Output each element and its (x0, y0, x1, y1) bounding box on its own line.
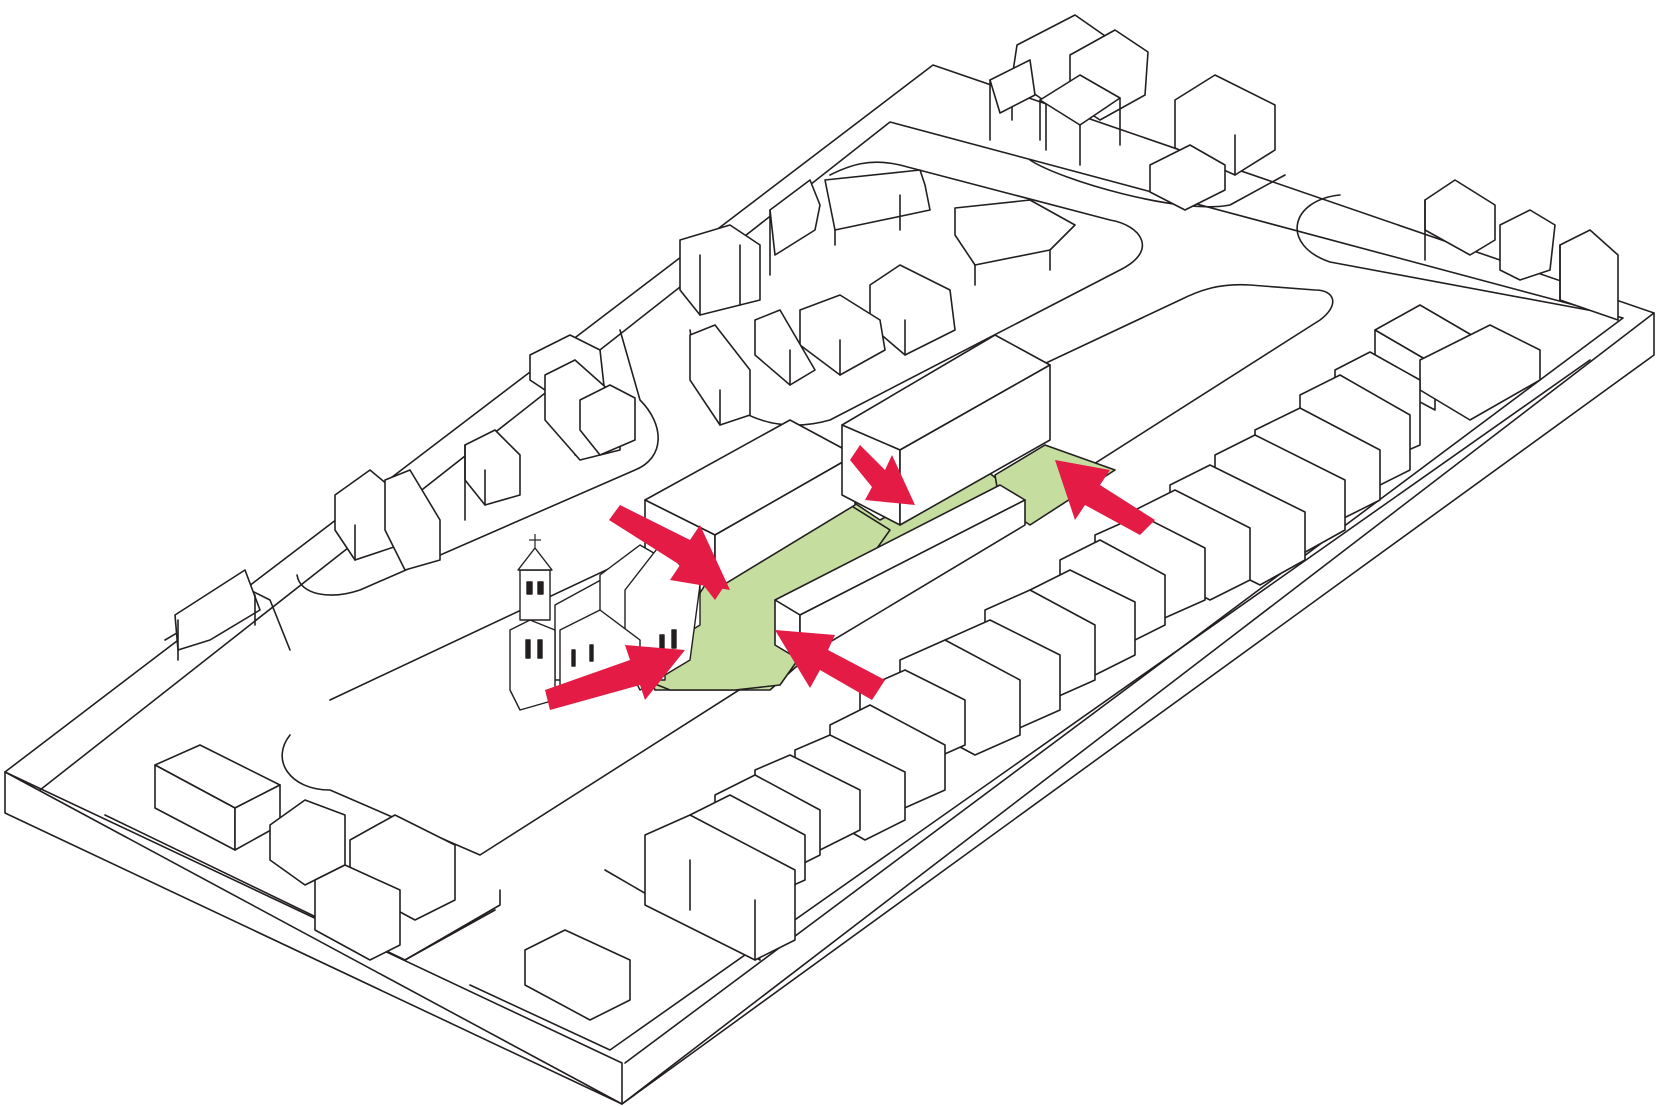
access-arrow-northeast (1055, 460, 1155, 535)
access-arrows (545, 445, 1155, 710)
context-buildings-east (644, 304, 1541, 961)
access-arrow-north (850, 445, 915, 505)
context-buildings-north (174, 14, 1619, 661)
access-arrow-southeast (775, 630, 885, 700)
access-arrow-northwest-2 (680, 540, 725, 600)
context-buildings-south (154, 744, 631, 1021)
access-arrow-southwest (545, 645, 685, 710)
